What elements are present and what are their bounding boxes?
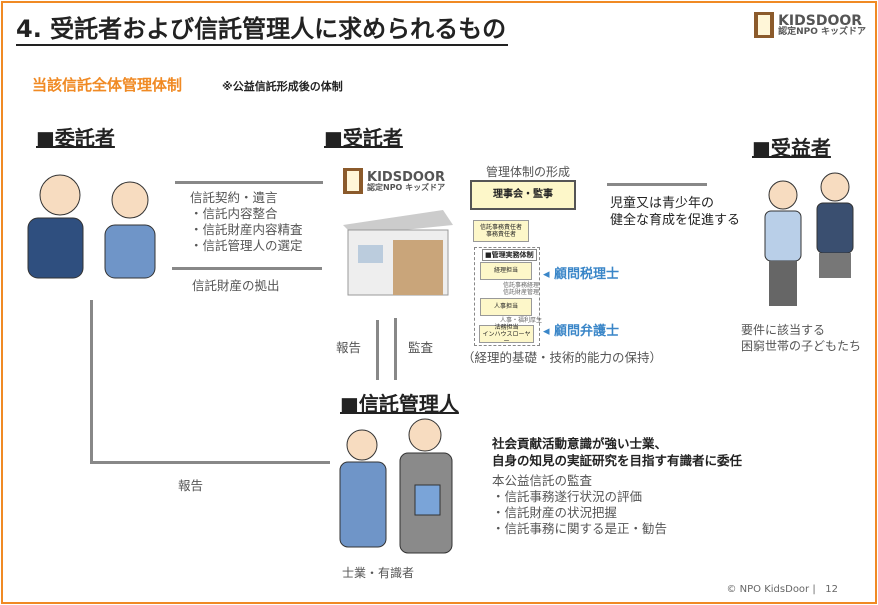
item: ・信託財産内容精査 — [190, 222, 303, 237]
item: ・信託内容整合 — [190, 206, 278, 221]
beneficiary-heading: ■受益者 — [752, 136, 831, 160]
contribution-label: 信託財産の拠出 — [192, 278, 280, 293]
structure-title: 管理体制の形成 — [486, 165, 571, 179]
exec-box: 信託事務責任者事務責任者 — [473, 220, 529, 242]
audit-item: ・信託財産の状況把握 — [492, 505, 618, 520]
structure-note: （経理的基礎・技術的能力の保持） — [462, 350, 663, 365]
report-back-line — [90, 461, 330, 464]
logo-sub: 認定NPO キッズドア — [367, 182, 446, 192]
legal-advisor: ◂ 顧問弁護士 — [543, 324, 620, 339]
note: 信託財産管理 — [503, 289, 540, 296]
accounting-note: 信託事務経理信託財産管理 — [503, 282, 539, 296]
trustee-heading: ■受託者 — [324, 126, 403, 150]
trust-admin-heading: ■信託管理人 — [340, 392, 459, 416]
audit-label: 監査 — [408, 340, 434, 355]
note: 信託事務経理 — [503, 282, 540, 289]
exec-line: 信託事務責任者 — [479, 224, 522, 231]
bidirectional-arrow — [175, 181, 323, 184]
item: 信託契約・遺言 — [190, 190, 278, 205]
logo-brand: KIDSDOOR — [778, 12, 863, 29]
audit-list: 本公益信託の監査 ・信託事務遂行状況の評価 ・信託財産の状況把握 ・信託事務に関… — [492, 473, 667, 537]
legal-line: 法務担当 — [494, 323, 519, 331]
caption-line: 困窮世帯の子どもたち — [741, 339, 862, 353]
report-bottom-label: 報告 — [178, 478, 204, 493]
goal-text: 児童又は青少年の健全な育成を促進する — [610, 195, 740, 229]
tax-advisor: ◂ 顧問税理士 — [543, 267, 620, 282]
item: ・信託管理人の選定 — [190, 238, 303, 253]
hr-box: 人事担当 — [480, 298, 532, 316]
report-arrow — [376, 320, 379, 380]
beneficiary-caption: 要件に該当する困窮世帯の子どもたち — [741, 322, 861, 354]
contribution-arrow — [172, 267, 322, 270]
building-illustration — [343, 210, 453, 296]
footer: © NPO KidsDoor | 12 — [726, 584, 838, 595]
door-icon — [754, 12, 775, 38]
children-illustration — [764, 172, 854, 306]
ops-title: ■管理実務体制 — [482, 249, 537, 261]
audit-arrow — [394, 318, 397, 380]
page-title: 4. 受託者および信託管理人に求められるもの — [16, 14, 509, 46]
hr-note: 人事・福利厚生 — [500, 317, 543, 324]
accounting-box: 経理担当 — [480, 262, 532, 280]
logo-brand: KIDSDOOR — [367, 169, 445, 185]
caption-line: 要件に該当する — [741, 323, 826, 337]
goal-line: 児童又は青少年の — [610, 196, 715, 211]
settlor-heading: ■委託者 — [36, 126, 115, 150]
professionals-illustration — [339, 418, 453, 554]
admin-desc: 社会貢献活動意識が強い士業、自身の知見の実証研究を目指す有識者に委任 — [492, 435, 742, 469]
logo-sub: 認定NPO キッズドア — [778, 26, 866, 37]
settlor-illustration — [27, 174, 156, 279]
goal-line: 健全な育成を促進する — [610, 213, 741, 228]
subtitle: 当該信託全体管理体制 — [32, 76, 183, 94]
subtitle-note: ※公益信託形成後の体制 — [222, 80, 343, 93]
report-label: 報告 — [336, 340, 362, 355]
desc-line: 自身の知見の実証研究を目指す有識者に委任 — [492, 453, 743, 468]
goal-arrow — [607, 183, 707, 186]
exec-line: 事務責任者 — [485, 231, 516, 238]
copyright: © NPO KidsDoor — [726, 584, 810, 595]
report-back-arrow — [90, 300, 93, 463]
audit-item: ・信託事務遂行状況の評価 — [492, 489, 643, 504]
settlor-items: 信託契約・遺言 ・信託内容整合 ・信託財産内容精査 ・信託管理人の選定 — [190, 190, 303, 254]
desc-line: 社会貢献活動意識が強い士業、 — [492, 436, 668, 451]
door-icon — [343, 168, 363, 194]
legal-line: インハウスローヤー — [482, 330, 531, 345]
audit-item: ・信託事務に関する是正・勧告 — [492, 521, 668, 536]
legal-box: 法務担当インハウスローヤー — [479, 323, 534, 345]
trust-admin-caption: 士業・有識者 — [342, 566, 415, 580]
board-box: 理事会・監事 — [470, 180, 576, 210]
page-number: 12 — [825, 584, 838, 595]
audit-title: 本公益信託の監査 — [492, 473, 593, 488]
ops-frame — [474, 247, 540, 346]
